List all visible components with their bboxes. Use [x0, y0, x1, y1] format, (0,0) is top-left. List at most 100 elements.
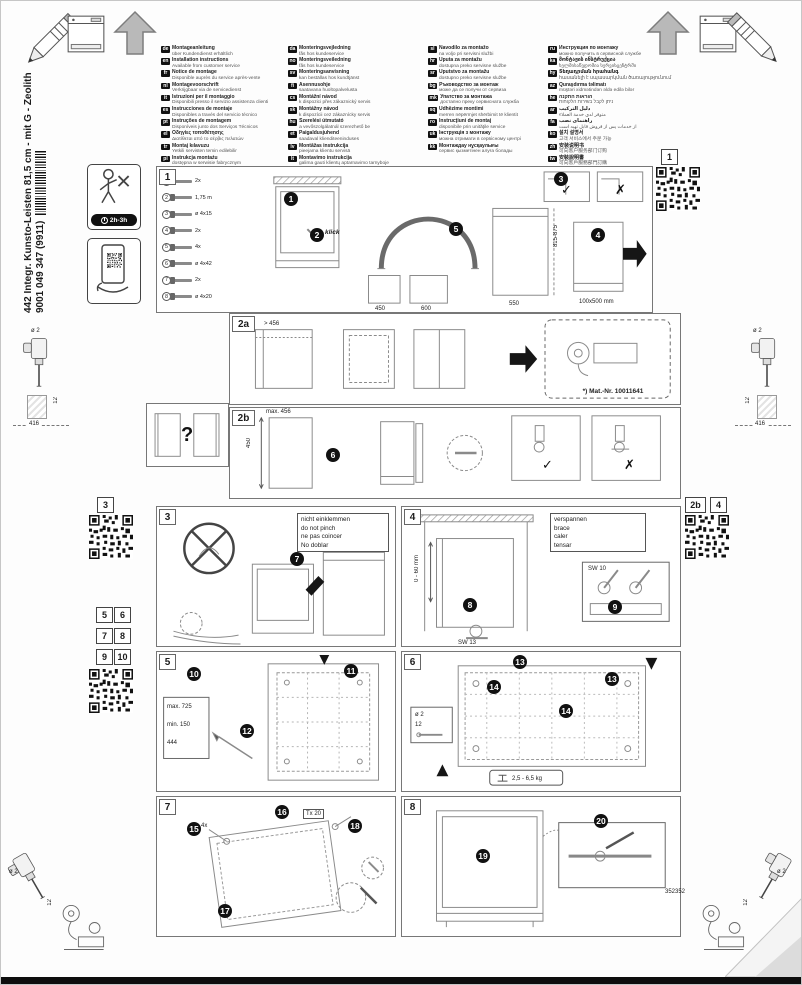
hole-depth-dim: 12 — [745, 397, 751, 404]
language-entry: he הוראות התקנה ניתן לקבל בשירות הלקוחות — [548, 94, 652, 106]
language-code-badge: az — [548, 82, 557, 90]
language-entry: ko 설치 설명서 고객 서비스에서 주문 가능 — [548, 131, 652, 142]
language-code-badge: mk — [428, 94, 439, 102]
ref-box-6: 6 — [114, 607, 131, 623]
language-label: 安裝說明書 可向客戶服務部門訂購 — [559, 155, 607, 167]
language-title: Instrucţiuni de montaj — [439, 118, 492, 125]
min-width-dim: > 456 — [264, 321, 280, 327]
language-entry: sl Navodilo za montažo na voljo pri serv… — [428, 45, 544, 57]
wood-block — [27, 395, 47, 419]
max-height-dim: max. 725 — [167, 704, 192, 710]
language-code-badge: ka — [548, 58, 557, 65]
language-code-badge: es — [161, 107, 170, 114]
step3-illustration — [173, 522, 385, 645]
language-subtitle: Yetkili servisten temin edilebilir — [172, 149, 237, 155]
pilot-hole-dia: ø 2 — [415, 712, 424, 718]
language-title: Інструкція з монтажу — [439, 130, 491, 137]
screw-icon — [170, 243, 192, 251]
language-entry: uk Інструкція з монтажу можна отримати в… — [428, 131, 544, 142]
language-code-badge: hy — [548, 70, 557, 77]
language-label: Udhëzime montimi merren nëpërmjet shërbi… — [439, 106, 518, 118]
language-entry: cs Montážní návod k dispozici přes zákaz… — [288, 94, 422, 106]
language-code-badge: pl — [161, 155, 170, 163]
language-entry: et Paigaldusjuhend saadaval klienditeeni… — [288, 131, 422, 142]
language-label: Montageanleitung über Kundendienst erhäl… — [172, 45, 233, 57]
language-entry: sq Udhëzime montimi merren nëpërmjet shë… — [428, 106, 544, 118]
ref-box-5: 5 — [96, 607, 113, 623]
part-item: 1 2x — [162, 173, 257, 190]
step8-illustration — [436, 810, 666, 928]
language-code-badge: ro — [428, 119, 437, 126]
ref-box-10: 10 — [114, 649, 131, 665]
part-quantity: 2x — [195, 277, 201, 284]
language-code-badge: pt — [161, 119, 170, 126]
ref-box-2b: 2b — [685, 497, 706, 513]
min-height-dim: min. 150 — [167, 722, 191, 728]
language-title: Szerelési útmutató — [299, 118, 344, 125]
phone-qr-pictogram — [87, 238, 141, 304]
bottom-edge-bar — [1, 977, 801, 984]
wrench-size-label: SW 13 — [458, 640, 477, 646]
note-line: ne pas coincer — [301, 533, 342, 540]
language-code-badge: hu — [288, 119, 298, 126]
part-quantity: ø 4x42 — [195, 260, 212, 267]
step6-illustration — [410, 657, 658, 786]
front-type-question-box: ? — [146, 403, 229, 467]
language-code-badge: bg — [428, 82, 438, 90]
language-title: Монтаждау нұсқаулығы — [439, 142, 499, 149]
language-code-badge: ru — [548, 46, 557, 53]
language-title: Инструкция по монтажу — [559, 45, 619, 51]
qr-code — [89, 515, 133, 559]
language-subtitle: можно получить в сервисной службе — [559, 51, 642, 57]
language-subtitle: müştəri xidmətindən əldə edilə bilər — [559, 88, 635, 94]
language-subtitle: k dispozícii cez zákaznícky servis — [299, 112, 371, 118]
language-title: Navodilo za montažo — [439, 45, 489, 51]
language-title: 설치 설명서 — [559, 130, 584, 137]
qr-code — [89, 669, 133, 713]
ref-box-1: 1 — [661, 149, 678, 165]
product-info: 442 Integr. Kunsto-Leisten 81,5 cm - mit… — [23, 51, 46, 313]
language-code-badge: uk — [428, 131, 437, 138]
language-code-badge: no — [288, 58, 298, 65]
language-code-badge: lv — [288, 143, 297, 151]
step-marker-13b: 13 — [605, 672, 619, 686]
language-subtitle: Disponibles a través del servicio técnic… — [172, 112, 258, 118]
language-code-badge: en — [161, 58, 170, 65]
language-subtitle: از خدمات پس از فروش قابل تهیه است — [559, 124, 637, 130]
panel-label-4: 4 — [404, 509, 421, 525]
language-subtitle: можна отримати в сервісному центрі — [439, 136, 521, 142]
part-item: 7 2x — [162, 272, 257, 289]
language-column-2: da Monteringsvejledning fås hos kundeser… — [288, 45, 422, 167]
front-weight-label: 2,5 - 6,5 kg — [512, 776, 543, 782]
width-a-dim: 450 — [375, 306, 386, 312]
language-title: Paigaldusjuhend — [299, 130, 340, 137]
language-code-badge: lt — [288, 155, 297, 163]
language-subtitle: a vevőszolgálatnál szerezhető be — [299, 124, 371, 130]
wood-block — [757, 395, 777, 419]
qr-code-small-icon — [107, 253, 122, 268]
language-entry: ka მონტაჟის ინსტრუქცია ხელმისაწვდომია სე… — [548, 58, 652, 69]
language-code-badge: sq — [428, 107, 437, 114]
language-subtitle: Disponible auprès du service après-vente — [172, 75, 261, 81]
torx-size-label: Tx 20 — [303, 809, 325, 819]
language-label: 설치 설명서 고객 서비스에서 주문 가능 — [559, 131, 612, 142]
step-panel-8: 8 — [401, 796, 681, 937]
language-label: Asennusohje saatavana huoltopalvelusta — [299, 82, 357, 94]
language-subtitle: fås hos kundeservice — [299, 63, 345, 69]
pencil-icon — [726, 12, 777, 63]
language-entry: en Installation instructions Available f… — [161, 58, 283, 69]
product-number: 9001 049 347 (9911) — [35, 220, 46, 313]
language-label: Uputa za montažu dostupna preko servisne… — [439, 58, 506, 69]
step-panel-6: 6 ø 2 — [401, 651, 681, 792]
language-entry: da Monteringsvejledning fås hos kundeser… — [288, 45, 422, 57]
language-label: Montaj kılavuzu Yetkili servisten temin … — [172, 143, 237, 155]
drill-icon — [749, 337, 785, 397]
language-title: Montageanleitung — [172, 45, 215, 51]
panel-label-3: 3 — [159, 509, 176, 525]
language-code-badge: el — [161, 131, 170, 138]
language-title: Ръководство за монтаж — [439, 81, 499, 88]
part-quantity: ø 4x20 — [195, 293, 212, 300]
step-marker-13: 13 — [513, 655, 527, 669]
